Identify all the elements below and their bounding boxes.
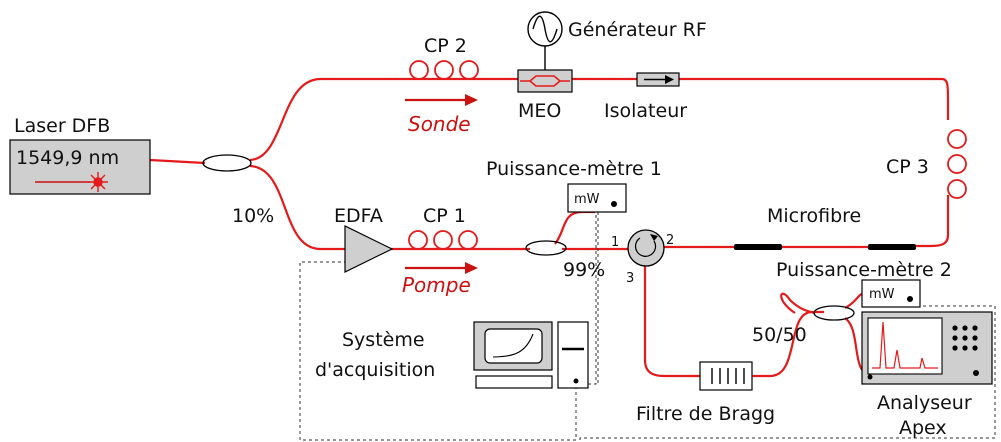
- coupler-50-50: [813, 305, 855, 321]
- fiber-bragg-out: [752, 310, 824, 378]
- fiber-laser-out: [149, 158, 206, 165]
- pump-arrow: [405, 262, 478, 274]
- monitor-screen: [484, 328, 543, 364]
- power-meter-1: mW: [567, 183, 627, 213]
- analyzer-label-line1: Analyseur: [877, 392, 972, 414]
- isolator: [636, 72, 680, 87]
- circulator-icon: [627, 229, 665, 267]
- meo-label: MEO: [518, 100, 561, 122]
- cp3-label: CP 3: [886, 156, 929, 178]
- acq-label-line2: d'acquisition: [315, 359, 435, 381]
- fiber-coupler-pm2: [780, 292, 816, 315]
- port-1-label: 1: [611, 235, 619, 250]
- fiber-circ-port3: [643, 266, 700, 378]
- laser-box: [9, 139, 151, 195]
- dash-edfa-acq: [299, 261, 577, 441]
- dash-analyzer-acq: [579, 305, 996, 440]
- probe-label: Sonde: [408, 112, 471, 136]
- edfa-amplifier: [344, 225, 394, 273]
- acq-label-line1: Système: [342, 329, 425, 351]
- laser-title: Laser DFB: [14, 115, 110, 137]
- cp1-label: CP 1: [423, 205, 466, 227]
- fiber-pump-branch: [249, 164, 345, 251]
- generator-label: Générateur RF: [568, 19, 707, 41]
- edfa-label: EDFA: [334, 205, 383, 227]
- input-coupler: [202, 154, 252, 172]
- microfibre-label: Microfibre: [767, 205, 861, 227]
- power-meter-2-unit: mW: [869, 287, 895, 302]
- analyzer-spectrum: [872, 321, 938, 369]
- probe-arrow: [405, 94, 478, 106]
- cp2-label: CP 2: [424, 35, 467, 57]
- analyzer-keypad: [952, 325, 978, 351]
- power-meter-2-label: Puissance-mètre 2: [776, 259, 952, 281]
- keyboard: [475, 375, 553, 389]
- fiber-tap-pm1: [554, 210, 595, 245]
- cp2-fiber-loop-icon: [409, 60, 479, 80]
- port-2-label: 2: [666, 233, 674, 248]
- acquisition-computer: [473, 321, 589, 389]
- microfibre-taper-left: [734, 244, 782, 250]
- power-meter-1-unit: mW: [574, 192, 600, 207]
- split-10-label: 10%: [232, 205, 274, 227]
- analyzer-screen: [867, 317, 943, 375]
- isolator-label: Isolateur: [604, 100, 687, 122]
- laser-wavelength: 1549,9 nm: [16, 147, 119, 169]
- apex-analyzer: [861, 311, 993, 385]
- laser-dfb: Laser DFB 1549,9 nm: [9, 115, 151, 195]
- pump-label: Pompe: [402, 273, 471, 297]
- bragg-label: Filtre de Bragg: [636, 403, 775, 425]
- power-meter-1-label: Puissance-mètre 1: [486, 158, 662, 180]
- computer-tower: [557, 321, 589, 389]
- tap-coupler: [525, 240, 567, 256]
- fiber-cp3-down: [915, 195, 950, 248]
- bragg-filter: [699, 361, 753, 391]
- analyzer-label-line2: Apex: [899, 417, 947, 439]
- meo-modulator: [517, 69, 573, 93]
- fiber-probe-branch: [249, 77, 950, 162]
- microfibre-taper-right: [868, 244, 916, 250]
- port-3-label: 3: [626, 271, 634, 286]
- laser-burst-icon: [88, 172, 108, 192]
- coupler-50-label: 50/50: [752, 324, 807, 346]
- cp1-fiber-loop-icon: [408, 230, 478, 250]
- split-99-label: 99%: [563, 259, 605, 281]
- power-meter-2: mW: [861, 279, 921, 308]
- rf-generator: [527, 11, 563, 70]
- cp3-fiber-loop-icon: [947, 129, 967, 199]
